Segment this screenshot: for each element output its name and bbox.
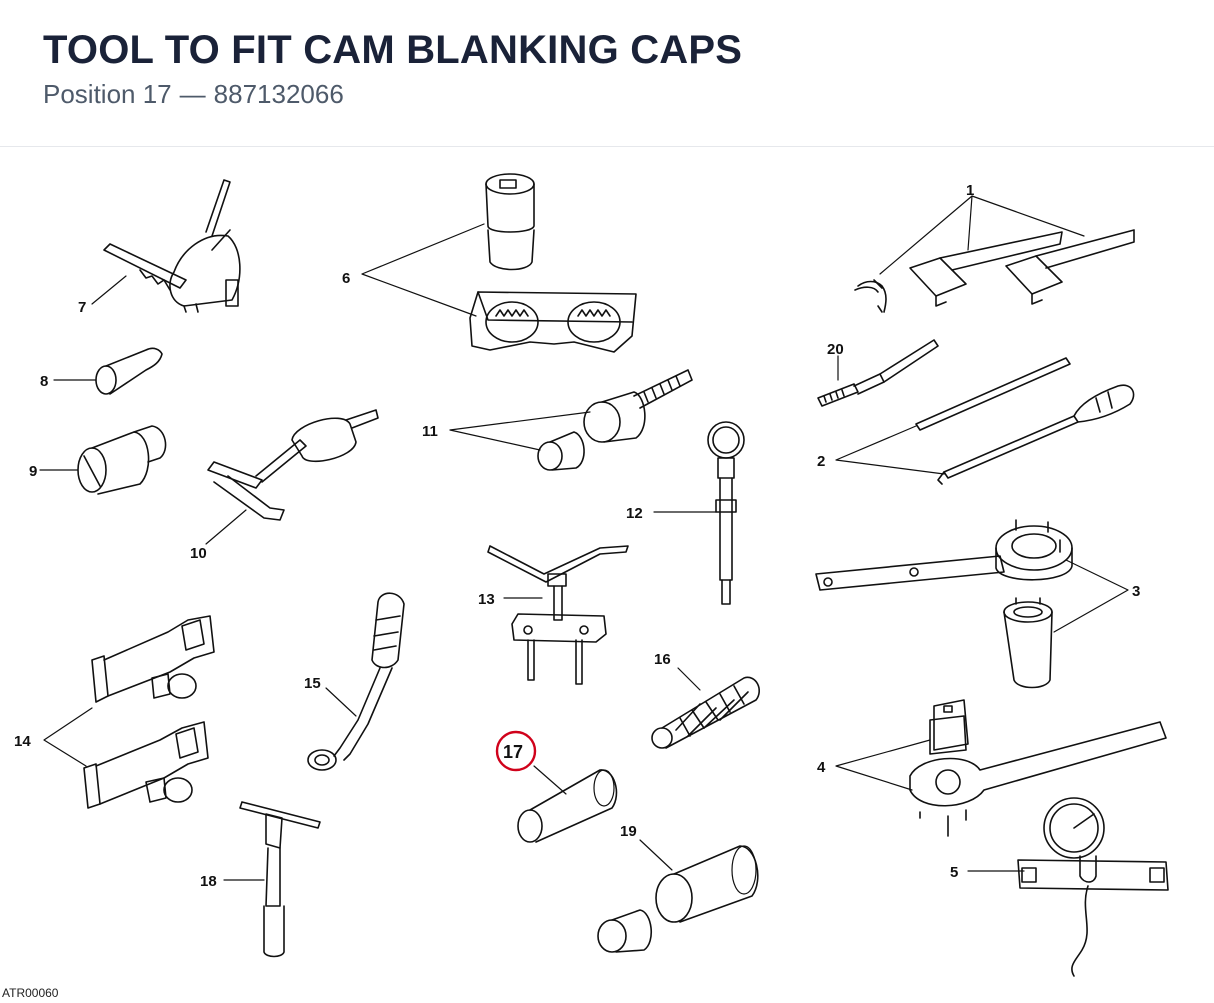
callout-17: 17 xyxy=(503,742,523,762)
position-label: Position 17 xyxy=(43,79,172,109)
header: TOOL TO FIT CAM BLANKING CAPS Position 1… xyxy=(0,0,1214,147)
callout-20: 20 xyxy=(827,341,844,358)
tool-14[interactable] xyxy=(83,615,215,809)
callout-2: 2 xyxy=(817,453,825,470)
part-number: 887132066 xyxy=(213,79,344,109)
tool-16[interactable] xyxy=(651,676,760,749)
callout-4: 4 xyxy=(817,759,826,776)
callout-6: 6 xyxy=(342,270,350,287)
figure-id: ATR00060 xyxy=(2,986,59,1000)
tool-2[interactable] xyxy=(915,357,1135,485)
tool-18[interactable] xyxy=(239,801,321,958)
callout-18: 18 xyxy=(200,873,217,890)
subtitle-separator: — xyxy=(179,79,206,109)
callout-3: 3 xyxy=(1132,583,1140,600)
tool-4[interactable] xyxy=(909,699,1167,837)
callout-15: 15 xyxy=(304,675,321,692)
callout-9: 9 xyxy=(29,463,37,480)
callout-12: 12 xyxy=(626,505,643,522)
page-subtitle: Position 17—887132066 xyxy=(43,79,344,110)
tool-1[interactable] xyxy=(854,229,1135,313)
tool-20[interactable] xyxy=(817,339,939,407)
tool-9[interactable] xyxy=(77,425,167,495)
tool-5[interactable] xyxy=(1017,797,1169,977)
tool-10[interactable] xyxy=(207,409,379,521)
callout-10: 10 xyxy=(190,545,207,562)
callout-19: 19 xyxy=(620,823,637,840)
callout-11: 11 xyxy=(422,423,438,440)
tool-12[interactable] xyxy=(707,421,745,605)
tool-7[interactable] xyxy=(103,179,241,313)
tool-19[interactable] xyxy=(597,845,759,953)
callout-16: 16 xyxy=(654,651,671,668)
callout-7: 7 xyxy=(78,299,86,316)
tool-8[interactable] xyxy=(95,347,163,395)
callout-13: 13 xyxy=(478,591,495,608)
tool-6[interactable] xyxy=(469,173,637,353)
callout-5: 5 xyxy=(950,864,958,881)
tool-15[interactable] xyxy=(307,592,405,771)
tool-13[interactable] xyxy=(487,545,629,685)
highlight-circle xyxy=(495,730,537,772)
tool-3[interactable] xyxy=(815,519,1073,689)
page-title: TOOL TO FIT CAM BLANKING CAPS xyxy=(43,28,743,72)
callout-1: 1 xyxy=(966,182,974,199)
callout-8: 8 xyxy=(40,373,48,390)
tool-17[interactable] xyxy=(517,769,618,843)
callout-14: 14 xyxy=(14,733,31,750)
tool-11[interactable] xyxy=(537,369,693,471)
